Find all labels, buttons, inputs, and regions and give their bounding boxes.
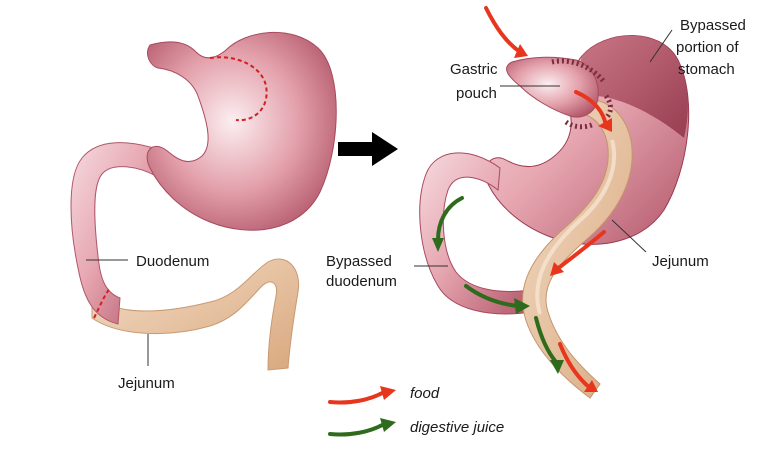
label-jejunum-left: Jejunum: [118, 375, 175, 392]
legend-food-arrow-icon: [328, 390, 386, 405]
left-junction-dashes: [93, 287, 111, 319]
legend-food-arrowhead-icon: [380, 386, 396, 400]
juice-arrowheads: [432, 238, 564, 374]
jejunum-highlight: [535, 139, 617, 315]
label-gastric-pouch-2: pouch: [456, 85, 497, 102]
left-jejunum-shape: [91, 258, 300, 371]
legend-juice-arrow-icon: [328, 422, 386, 437]
label-bypassed-stomach-1: Bypassed: [680, 17, 746, 34]
label-bypassed-stomach-2: portion of: [676, 39, 739, 56]
legend-food-label: food: [410, 385, 440, 402]
label-bypassed-duodenum-2: duodenum: [326, 273, 397, 290]
left-stomach-cut-dashes: [209, 56, 268, 122]
gastric-pouch-shape: [506, 56, 599, 118]
left-stomach-shape: [146, 31, 337, 231]
label-bypassed-duodenum-1: Bypassed: [326, 253, 392, 270]
transition-arrow: [338, 132, 398, 166]
bypassed-stomach-leader: [649, 29, 673, 63]
legend-juice-label: digestive juice: [410, 419, 504, 436]
juice-arrows: [436, 196, 558, 364]
label-bypassed-stomach-3: stomach: [678, 61, 735, 78]
legend-juice-arrowhead-icon: [380, 418, 396, 432]
label-jejunum-right: Jejunum: [652, 253, 709, 270]
normal-anatomy: [70, 31, 337, 371]
food-arrowheads: [514, 44, 612, 392]
legend: food digestive juice: [328, 385, 504, 437]
bypassed-stomach-top: [579, 35, 688, 138]
bypass-anatomy: [419, 6, 690, 399]
label-gastric-pouch-1: Gastric: [450, 61, 498, 78]
label-duodenum: Duodenum: [136, 253, 209, 270]
staple-line-lower: [564, 119, 596, 130]
jejunum-right-leader: [611, 219, 647, 253]
legend-juice: digestive juice: [328, 418, 504, 437]
left-duodenum-shape: [70, 142, 161, 325]
legend-food: food: [328, 385, 440, 405]
